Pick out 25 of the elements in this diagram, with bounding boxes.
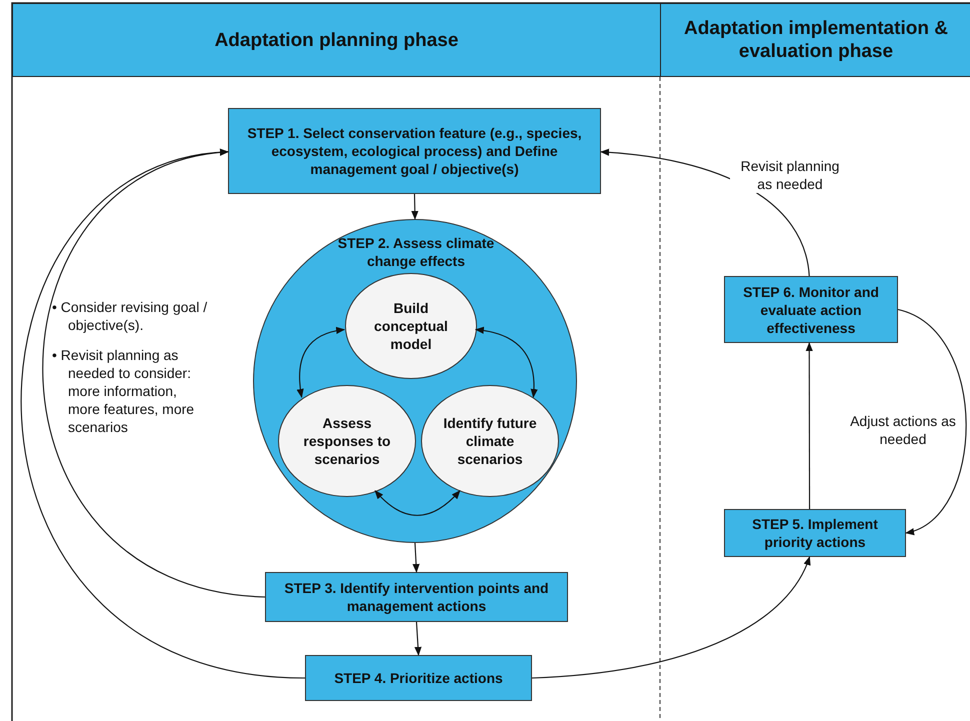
- arrow: [600, 148, 810, 276]
- arrow: [374, 490, 460, 516]
- note-text: • Consider revising goal / objective(s).: [52, 298, 208, 334]
- arrow: [42, 150, 266, 598]
- note-text: • Revisit planning as needed to consider: more information, more features, more scenarios: [52, 346, 196, 436]
- arrow: [411, 194, 418, 220]
- step-box: STEP 3. Identify intervention points and management actions: [265, 572, 568, 622]
- arrow: [414, 622, 422, 656]
- phase-header: Adaptation planning phase: [12, 3, 661, 77]
- arrow: [412, 542, 420, 573]
- step-box: STEP 1. Select conservation feature (e.g., species, ecosystem, ecological process) and Define management goal / objective(s): [228, 108, 601, 194]
- arrow: [806, 342, 813, 509]
- step-box: STEP 4. Prioritize actions: [305, 655, 532, 701]
- step-box: STEP 6. Monitor and evaluate action effectiveness: [724, 276, 898, 343]
- step-box: STEP 5. Implement priority actions: [724, 509, 906, 557]
- arrow: [21, 150, 306, 679]
- arrow: [296, 327, 346, 398]
- arrow: [474, 327, 538, 398]
- arrow: [532, 556, 810, 679]
- substep-ellipse: Build conceptual model: [345, 273, 477, 379]
- step-circle: STEP 2. Assess climate change effects Build conceptual model Assess responses to scenarios Identify future climate scenarios: [253, 219, 577, 543]
- substep-ellipse: Assess responses to scenarios: [278, 385, 416, 497]
- phase-header: Adaptation implementation & evaluation phase: [660, 3, 970, 77]
- arrow: [898, 308, 967, 534]
- substep-ellipse: Identify future climate scenarios: [421, 385, 559, 497]
